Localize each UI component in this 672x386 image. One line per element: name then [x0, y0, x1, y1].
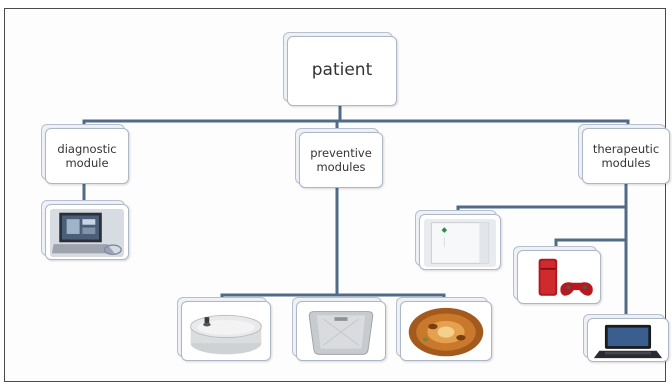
preventive-modules-node: preventive modules: [295, 128, 383, 188]
device-light-lamp: [396, 297, 492, 361]
device-footbath: [177, 297, 271, 361]
diagnostic-scanner-icon: [50, 209, 124, 258]
device-game-console: [513, 246, 601, 304]
wall-panel-device-icon: [424, 219, 496, 267]
device-wall-panel: [415, 210, 501, 270]
netbook-laptop-icon: [592, 323, 664, 360]
patient-node: patient: [283, 32, 397, 106]
therapeutic-modules-label: therapeutic modules: [592, 141, 660, 170]
game-console-controller-icon: [522, 255, 596, 302]
therapeutic-modules-node: therapeutic modules: [578, 124, 670, 184]
diagnostic-module-label: diagnostic module: [57, 141, 117, 170]
light-therapy-lamp-icon: [405, 306, 487, 359]
device-netbook: [583, 314, 669, 362]
diagnostic-module-node: diagnostic module: [41, 124, 129, 184]
patient-label: patient: [311, 60, 373, 81]
preventive-modules-label: preventive modules: [310, 145, 372, 174]
bathroom-scale-icon: [301, 306, 381, 359]
device-scale: [292, 297, 386, 361]
device-diagnostic-scanner: [41, 200, 129, 260]
footbath-basin-icon: [186, 306, 266, 359]
